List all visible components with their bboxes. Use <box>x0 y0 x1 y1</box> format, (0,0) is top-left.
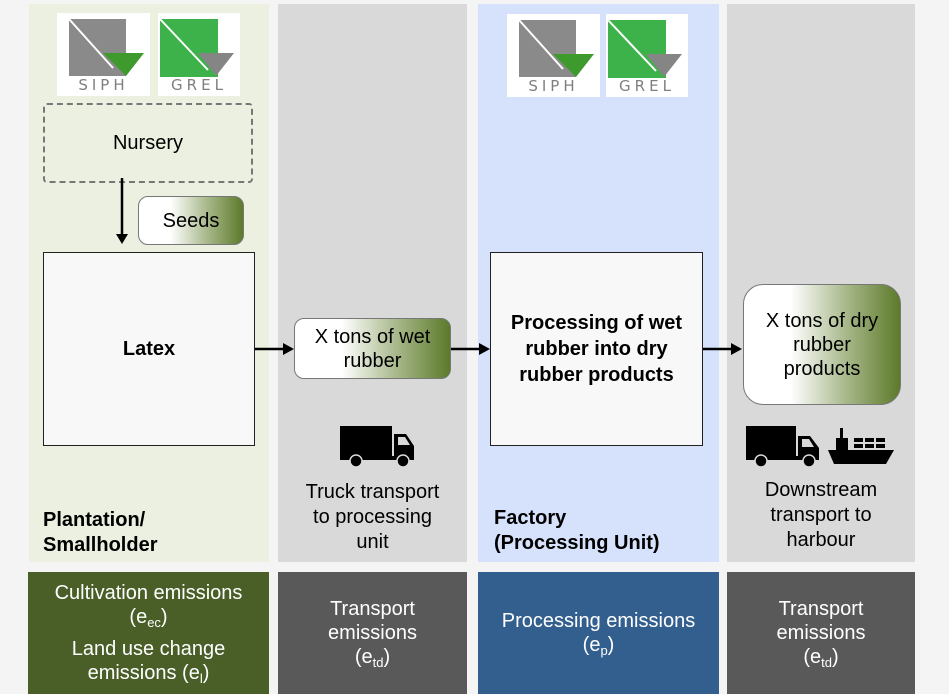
caption-line: unit <box>356 531 389 553</box>
downstream-transport-caption: Downstream transport to harbour <box>727 478 915 553</box>
downstream-transport-column <box>727 4 915 562</box>
plantation-label-line: Smallholder <box>43 534 158 556</box>
dry-rubber-box: X tons of dry rubber products <box>743 284 901 405</box>
emission-text: emissions <box>776 622 866 644</box>
emission-text: emissions <box>328 622 417 644</box>
nursery-to-latex-arrow <box>116 178 128 244</box>
truck-icon <box>746 426 819 468</box>
grel-logo: GREL <box>606 14 688 97</box>
subscript: l <box>199 671 203 686</box>
emission-symbol: (ep) <box>582 634 615 658</box>
processing-line: rubber products <box>519 364 674 386</box>
subscript: td <box>372 655 384 670</box>
caption-line: Truck transport <box>305 481 440 503</box>
plantation-label: Plantation/ Smallholder <box>43 508 157 558</box>
factory-label-line: (Processing Unit) <box>494 532 660 554</box>
caption-line: to processing <box>313 506 432 528</box>
symbol: e <box>589 634 601 656</box>
emission-symbol: (etd) <box>803 646 839 670</box>
grel-logo: GREL <box>158 13 240 96</box>
siph-logo: SIPH <box>507 14 600 97</box>
emission-text: Transport <box>330 598 415 620</box>
symbol: e <box>188 662 200 684</box>
processing-emissions-box: Processing emissions (ep) <box>478 572 719 694</box>
symbol: e <box>361 646 373 668</box>
wet-rubber-to-processing-arrow <box>451 343 490 355</box>
factory-label: Factory (Processing Unit) <box>494 506 660 556</box>
plantation-label-line: Plantation/ <box>43 509 146 531</box>
dry-rubber-line: rubber <box>793 333 851 356</box>
grel-logo-text: GREL <box>171 76 227 94</box>
processing-to-dry-rubber-arrow <box>703 343 742 355</box>
emission-symbol: (eec) <box>129 606 168 630</box>
dry-rubber-line: X tons of dry <box>765 309 879 332</box>
emission-text: emissions (el) <box>87 662 210 686</box>
emission-text: Land use change <box>71 638 226 660</box>
processing-line: rubber into dry <box>525 338 668 360</box>
truck-icon <box>340 426 414 468</box>
truck-transport-column <box>278 4 467 562</box>
latex-to-wet-rubber-arrow <box>255 343 294 355</box>
nursery-box: Nursery <box>43 103 253 183</box>
latex-box: Latex <box>43 252 255 446</box>
transport-emissions-box: Transport emissions (etd) <box>278 572 467 694</box>
downstream-transport-emissions-box: Transport emissions (etd) <box>727 572 915 694</box>
text: emissions ( <box>87 662 189 684</box>
emission-text: Processing emissions <box>501 610 696 632</box>
caption-line: transport to <box>770 504 872 526</box>
ship-icon <box>828 428 894 464</box>
processing-line: Processing of wet <box>510 312 683 334</box>
siph-logo-text: SIPH <box>528 77 579 95</box>
subscript: td <box>821 655 832 670</box>
symbol: e <box>136 606 148 628</box>
wet-rubber-line: rubber <box>343 349 402 372</box>
grel-logo-text: GREL <box>619 77 675 95</box>
factory-label-line: Factory <box>494 507 567 529</box>
truck-transport-caption: Truck transport to processing unit <box>278 480 467 555</box>
caption-line: Downstream <box>764 479 878 501</box>
wet-rubber-line: X tons of wet <box>314 325 431 348</box>
emission-text: Cultivation emissions <box>54 582 243 604</box>
subscript: p <box>600 643 608 658</box>
symbol: e <box>810 646 822 668</box>
cultivation-emissions-box: Cultivation emissions (eec) Land use cha… <box>28 572 269 694</box>
caption-line: harbour <box>786 529 856 551</box>
emission-text: Transport <box>778 598 864 620</box>
seeds-box: Seeds <box>138 196 244 245</box>
emission-symbol: (etd) <box>354 646 391 670</box>
subscript: ec <box>147 615 161 630</box>
dry-rubber-line: products <box>783 357 861 380</box>
processing-box: Processing of wet rubber into dry rubber… <box>490 252 703 446</box>
siph-logo: SIPH <box>57 13 150 96</box>
wet-rubber-box: X tons of wet rubber <box>294 318 451 379</box>
siph-logo-text: SIPH <box>78 76 129 94</box>
